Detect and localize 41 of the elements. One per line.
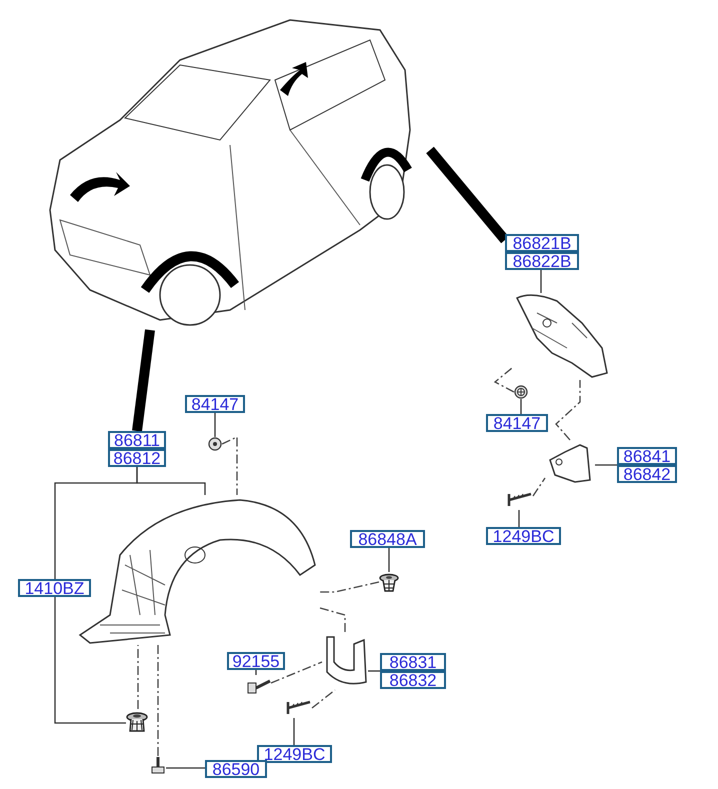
alignment-line: [320, 581, 380, 593]
part-number: 86848A: [350, 530, 425, 548]
alignment-line: [222, 436, 238, 495]
leader-line: [54, 467, 138, 579]
alignment-line: [137, 645, 139, 709]
leader-line: [166, 767, 205, 769]
part-number: 86590: [205, 760, 267, 778]
clip-drawing: [379, 572, 399, 592]
leader-line: [214, 413, 216, 437]
part-number: 1249BC: [257, 745, 332, 763]
part-number: 86811: [108, 431, 166, 449]
part-number: 92155: [227, 652, 285, 670]
leader-line: [54, 597, 126, 724]
alignment-line: [320, 607, 346, 632]
part-number: 86842: [617, 465, 677, 483]
part-number: 86822B: [505, 252, 579, 270]
part-number: 86812: [108, 449, 166, 467]
part-number: 86841: [617, 447, 677, 465]
leader-line: [520, 399, 522, 414]
alignment-line: [270, 661, 322, 684]
alignment-line: [312, 689, 336, 709]
leader-line: [540, 270, 542, 293]
alignment-line: [157, 645, 159, 756]
alignment-line: [555, 380, 581, 440]
part-number: 86832: [380, 671, 446, 689]
leader-line: [595, 464, 617, 466]
part-number: 84147: [486, 414, 548, 432]
bolt-drawing: [150, 756, 166, 774]
alignment-line: [532, 478, 546, 496]
part-number: 1249BC: [486, 527, 561, 545]
part-number: 84147: [185, 395, 245, 413]
part-number: 86831: [380, 653, 446, 671]
alignment-line: [494, 368, 514, 393]
part-number: 86821B: [505, 234, 579, 252]
leader-line: [518, 510, 520, 527]
nut-drawing: [208, 437, 222, 451]
clip-drawing: [514, 385, 528, 399]
part-number: 1410BZ: [18, 579, 91, 597]
leader-line: [388, 548, 390, 572]
leader-line: [368, 670, 380, 672]
leader-line: [293, 718, 295, 745]
